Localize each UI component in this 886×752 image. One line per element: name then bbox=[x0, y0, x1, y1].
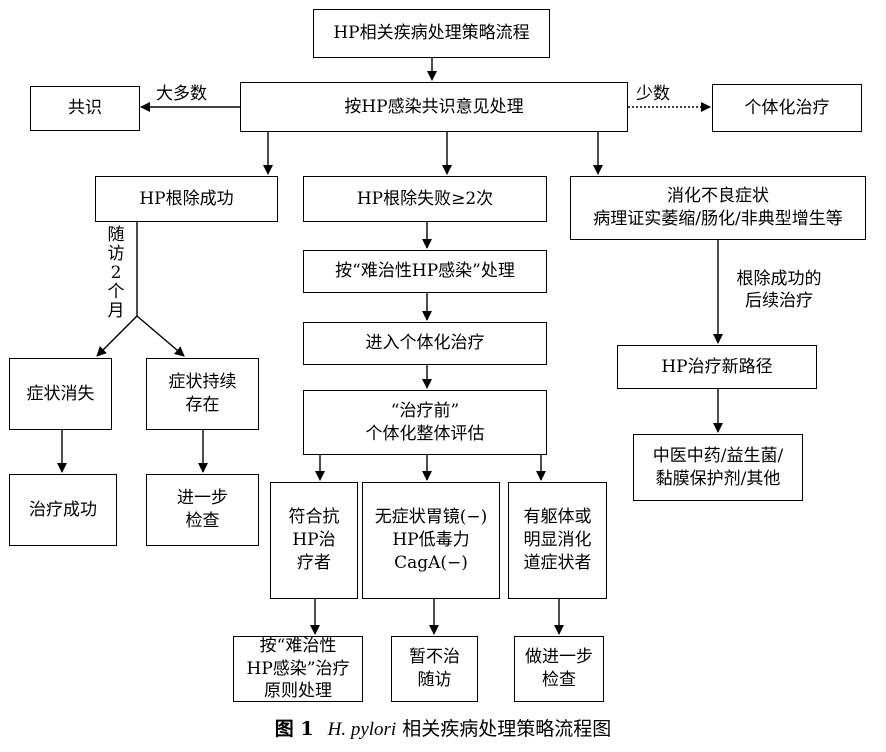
label-minority: 少数 bbox=[636, 84, 670, 104]
node-further-check: 进一步 检查 bbox=[146, 474, 259, 546]
node-root: HP相关疾病处理策略流程 bbox=[313, 9, 550, 58]
edge-split-left bbox=[96, 315, 138, 357]
node-new-path: HP治疗新路径 bbox=[617, 345, 817, 389]
edge-split-right bbox=[136, 315, 185, 357]
node-symptom-persist: 症状持续 存在 bbox=[146, 358, 259, 430]
node-dyspepsia: 消化不良症状 病理证实萎缩/肠化/非典型增生等 bbox=[570, 176, 866, 240]
node-individual-treatment: 个体化治疗 bbox=[712, 84, 862, 132]
caption-text: 相关疾病处理策略流程图 bbox=[402, 718, 612, 740]
node-enter-individual: 进入个体化治疗 bbox=[303, 322, 547, 365]
label-followup: 随 访 2 个 月 bbox=[107, 225, 125, 322]
label-post-eradication: 根除成功的 后续治疗 bbox=[736, 269, 822, 312]
node-eradication-fail: HP根除失败≥2次 bbox=[303, 176, 547, 222]
node-treatment-success: 治疗成功 bbox=[9, 474, 117, 546]
caption-species: H. pylori bbox=[327, 719, 397, 740]
node-asymptomatic: 无症状胃镜(−) HP低毒力 CagA(−) bbox=[362, 482, 500, 599]
caption-figure-number: 图 1 bbox=[274, 718, 314, 740]
node-symptom-gone: 症状消失 bbox=[9, 358, 112, 430]
node-refractory-principle: 按“难治性 HP感染”治疗 原则处理 bbox=[233, 636, 363, 702]
node-refractory: 按“难治性HP感染”处理 bbox=[303, 250, 547, 293]
node-further-check-2: 做进一步 检查 bbox=[514, 636, 604, 702]
node-consensus: 共识 bbox=[30, 86, 140, 131]
node-eligible: 符合抗 HP治 疗者 bbox=[270, 482, 358, 599]
node-no-treatment: 暂不治 随访 bbox=[391, 636, 478, 702]
node-consensus-process: 按HP感染共识意见处理 bbox=[240, 82, 628, 132]
node-pre-evaluation: “治疗前” 个体化整体评估 bbox=[303, 390, 547, 455]
label-majority: 大多数 bbox=[156, 84, 207, 104]
node-eradication-success: HP根除成功 bbox=[95, 176, 278, 222]
node-tcm: 中医中药/益生菌/ 黏膜保护剂/其他 bbox=[633, 434, 803, 501]
node-body-symptom: 有躯体或 明显消化 道症状者 bbox=[508, 482, 607, 599]
